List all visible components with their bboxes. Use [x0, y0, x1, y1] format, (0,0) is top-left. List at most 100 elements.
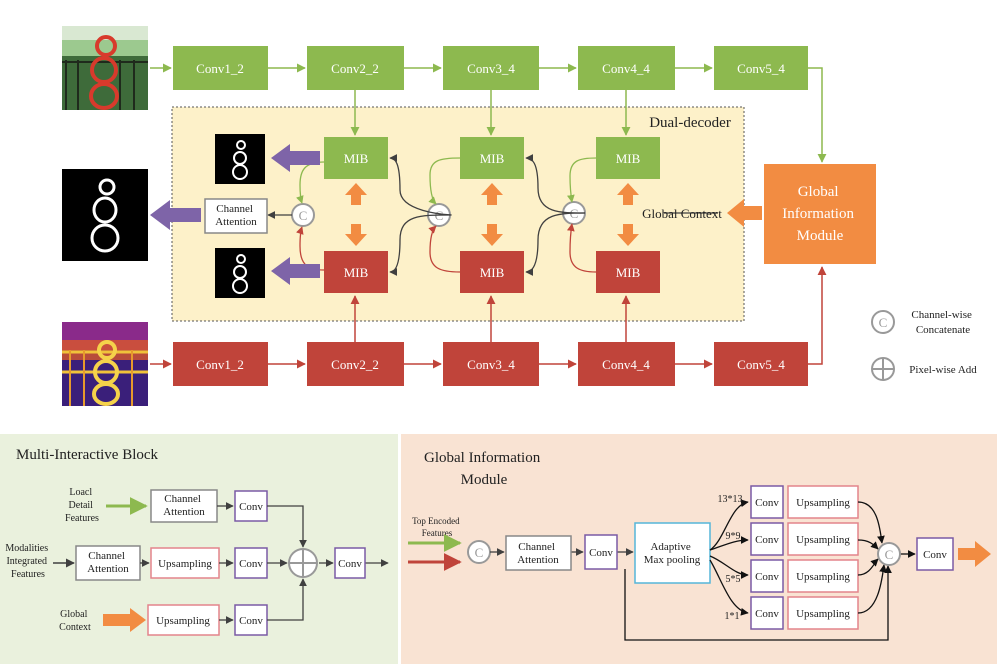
gim-detail-title-line-1: Global Information	[424, 450, 541, 466]
top-conv1-2-box	[173, 46, 268, 90]
legend-concat-icon	[871, 310, 895, 334]
bottom-conv2-2-label: Conv2_2	[331, 357, 379, 372]
bottom-conv5-4-label: Conv5_4	[737, 357, 785, 372]
mib-up-box-2	[147, 604, 220, 636]
mib-red-3	[596, 251, 660, 293]
gim-ca-label: Channel Attention	[517, 541, 559, 566]
mib-conv-box-3	[234, 604, 268, 636]
top-conv2-2-label: Conv2_2	[331, 61, 379, 76]
mib-input-global: Global Context	[59, 609, 91, 633]
bottom-conv5-4-box	[714, 342, 808, 386]
gim-concat-out-icon	[877, 542, 901, 566]
gim-ca-line-2: Attention	[517, 554, 559, 566]
bottom-conv3-4-label: Conv3_4	[467, 357, 515, 372]
bottom-conv4-4-box	[578, 342, 675, 386]
mib-conv-label-out: Conv	[338, 558, 362, 570]
mib-input-global-line-2: Context	[59, 622, 91, 633]
mib-ca-box-2	[75, 545, 141, 581]
bottom-conv1-2-box	[173, 342, 268, 386]
decoder-ca-line-2: Attention	[215, 216, 257, 228]
mib-green-3	[596, 137, 660, 179]
gim-detail-title: Global Information Module	[424, 450, 544, 488]
bottom-conv4-4-label: Conv4_4	[602, 357, 650, 372]
mib-red-3-label: MIB	[616, 265, 641, 280]
mib-ca-2-line-1: Channel	[88, 550, 125, 562]
gim-concat-symbol: C	[475, 545, 484, 560]
gim-branch-4-up: Upsampling	[796, 608, 850, 620]
global-context-label: Global Context	[642, 206, 722, 221]
top-stream-arrows	[150, 63, 827, 163]
gim-branch-3-conv: Conv	[755, 571, 779, 583]
gim-branch-2: Conv Upsampling	[750, 522, 859, 556]
gim-conv-label-out: Conv	[923, 549, 947, 561]
gim-pool-line-1: Adaptive	[650, 541, 690, 553]
top-conv3-4-label: Conv3_4	[467, 61, 515, 76]
bottom-conv3-4-box	[443, 342, 539, 386]
mib-ca-label-1: Channel Attention	[163, 493, 205, 518]
mib-input-modal-line-2: Integrated	[6, 556, 47, 567]
gim-branch-3: Conv Upsampling	[750, 559, 859, 593]
gim-label-line-2: Information	[782, 206, 854, 222]
mib-input-local-line-2: Detail	[69, 500, 94, 511]
gim-pool-line-2: Max pooling	[644, 554, 701, 566]
mib-merge-arrows	[267, 505, 389, 621]
gim-merge-curves	[624, 501, 916, 641]
gim-conv-box-out	[916, 537, 954, 571]
rgb-input-image	[62, 26, 148, 110]
mib-ca-box-1	[150, 489, 218, 523]
gim-input-label: Top Encoded Features	[412, 516, 462, 538]
mib-conv-box-2	[234, 547, 268, 579]
top-conv1-2-label: Conv1_2	[196, 61, 244, 76]
mib-up-label-2: Upsampling	[156, 615, 210, 627]
gim-branch-2-up: Upsampling	[796, 534, 850, 546]
decoder-channel-attention-label: Channel Attention	[215, 203, 257, 228]
mib-up-label-1: Upsampling	[158, 558, 212, 570]
gim-branch-curves	[709, 499, 749, 616]
gim-input-line-1: Top Encoded	[412, 516, 460, 526]
gim-branch-1-conv: Conv	[755, 497, 779, 509]
mib-ca-1-line-1: Channel	[164, 493, 201, 505]
bottom-to-mib-arrows	[350, 295, 631, 342]
gim-block-label: Global Information Module	[782, 184, 857, 244]
gim-branch-3-up: Upsampling	[796, 571, 850, 583]
dual-decoder-title: Dual-decoder	[649, 115, 731, 131]
mib-add-icon	[288, 548, 318, 578]
gim-block	[764, 164, 876, 264]
gim-concat-out-symbol: C	[885, 547, 894, 562]
gim-label-line-1: Global	[798, 184, 839, 200]
mib-conv-box-out	[334, 547, 366, 579]
red-mibs: MIB MIB MIB	[324, 251, 660, 293]
mib-input-modal: Modalities Integrated Features	[5, 543, 50, 580]
mib-conv-label-2: Conv	[239, 558, 263, 570]
gim-branch-4-conv: Conv	[755, 608, 779, 620]
gim-pool-box	[634, 522, 711, 584]
final-output-mask	[62, 169, 148, 261]
gim-detail-title-line-2: Module	[461, 472, 508, 488]
mib-green-2	[460, 137, 524, 179]
bottom-conv1-2-label: Conv1_2	[196, 357, 244, 372]
mib-green-1-label: MIB	[344, 151, 369, 166]
gim-output-arrow	[958, 541, 991, 567]
mib-ca-2-line-2: Attention	[87, 563, 129, 575]
top-conv5-4-box	[714, 46, 808, 90]
mib-input-modal-line-1: Modalities	[5, 543, 48, 554]
mib-input-global-line-1: Global	[60, 609, 87, 620]
decoder-channel-attention-box	[204, 198, 268, 234]
gim-conv-label-in: Conv	[589, 547, 613, 559]
gim-pool-label: Adaptive Max pooling	[644, 541, 701, 566]
mib-ca-label-2: Channel Attention	[87, 550, 129, 575]
mib-input-local-line-3: Features	[65, 513, 99, 524]
concat-circle-1-symbol: C	[299, 208, 308, 223]
gim-branch-1: Conv Upsampling	[750, 485, 859, 519]
gim-branch-1-up: Upsampling	[796, 497, 850, 509]
bottom-stream: Conv1_2 Conv2_2 Conv3_4 Conv4_4 Conv5_4	[173, 342, 808, 386]
gim-scale-3: 5*5	[726, 574, 741, 585]
side-output-mask-bottom	[215, 248, 265, 298]
gim-branch-4: Conv Upsampling	[750, 596, 859, 630]
orange-vertical-arrows	[345, 183, 639, 246]
top-conv2-2-box	[307, 46, 404, 90]
mib-green-3-label: MIB	[616, 151, 641, 166]
legend-concat-label: Channel-wise Concatenate	[911, 309, 974, 336]
mib-input-local: Loacl Detail Features	[65, 487, 99, 524]
